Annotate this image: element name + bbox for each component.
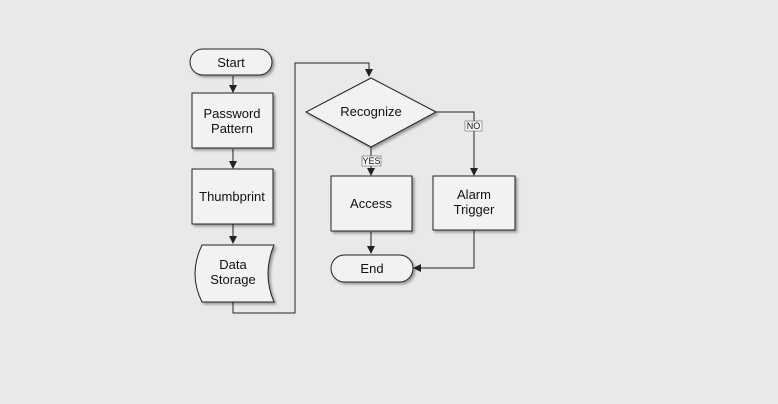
- edge-recognize-to-alarm: [436, 111, 478, 176]
- no-label: NO: [467, 121, 481, 131]
- password-pattern-label-line1: Password: [203, 106, 260, 121]
- end-label: End: [360, 261, 383, 276]
- password-pattern-label-line2: Pattern: [211, 121, 253, 136]
- data-storage-label-line2: Storage: [210, 272, 256, 287]
- alarm-trigger-label-line1: Alarm: [457, 187, 491, 202]
- yes-label: YES: [362, 156, 380, 166]
- access-label: Access: [350, 196, 392, 211]
- edge-storage-to-recognize: [232, 62, 373, 314]
- no-edge-label: NO: [464, 120, 483, 132]
- alarm-trigger-node: Alarm Trigger: [432, 175, 516, 231]
- edge-alarm-to-end: [413, 230, 475, 272]
- data-storage-node: Data Storage: [194, 244, 275, 303]
- data-storage-label-line1: Data: [219, 257, 247, 272]
- end-node: End: [330, 254, 414, 283]
- access-node: Access: [330, 175, 413, 232]
- recognize-label: Recognize: [340, 104, 401, 119]
- thumbprint-label: Thumbprint: [199, 189, 265, 204]
- start-label: Start: [217, 55, 245, 70]
- alarm-trigger-label-line2: Trigger: [454, 202, 495, 217]
- thumbprint-node: Thumbprint: [191, 168, 274, 225]
- start-node: Start: [189, 48, 273, 76]
- yes-edge-label: YES: [361, 155, 382, 167]
- recognize-decision: Recognize: [304, 77, 438, 148]
- password-pattern-node: Password Pattern: [191, 92, 274, 149]
